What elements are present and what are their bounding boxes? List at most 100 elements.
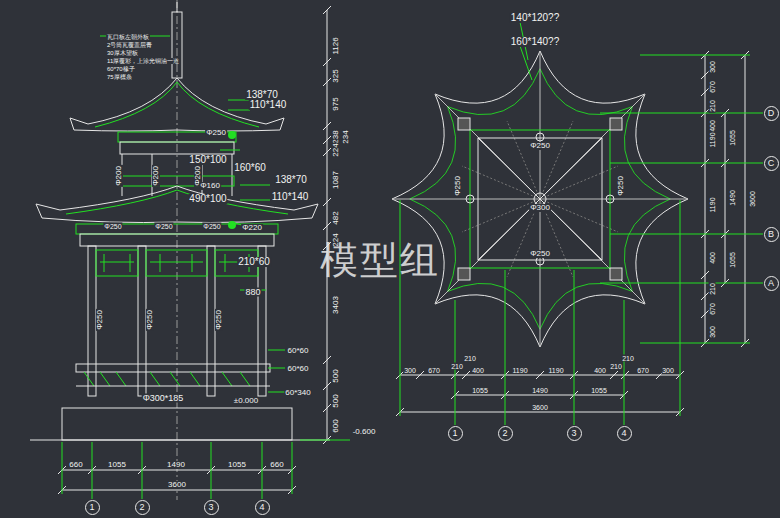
dimension-label: Φ250 xyxy=(202,223,221,230)
axis-bubble: 2 xyxy=(498,426,513,441)
axis-number: 2 xyxy=(502,429,507,438)
axis-bubble: 1 xyxy=(448,426,463,441)
dimension-label: 3600 xyxy=(531,404,549,411)
axis-number: C xyxy=(768,159,775,168)
material-note: 75厚檩条 xyxy=(106,74,133,80)
dimension-label: 600 xyxy=(332,418,340,433)
dimension-label: 3600 xyxy=(167,481,187,489)
dimension-label: Φ220 xyxy=(241,224,263,232)
dimension-label: 1190 xyxy=(547,367,564,374)
dimension-label: 138*70 xyxy=(245,90,279,100)
dimension-label: 670 xyxy=(636,367,650,374)
dimension-label: 1055 xyxy=(471,387,489,394)
dimension-label: 1055 xyxy=(729,129,736,147)
dimension-label: Φ250 xyxy=(103,223,122,230)
dimension-label: Φ250 xyxy=(215,309,223,331)
dimension-label: Φ250 xyxy=(454,175,462,197)
dimension-label: 210 xyxy=(621,355,635,362)
dimension-label: 140*120?? xyxy=(510,13,560,23)
elevation xyxy=(30,0,350,500)
dimension-label: 300 xyxy=(709,60,716,74)
material-note: 30厚木望板 xyxy=(106,50,139,56)
dimension-label: 400 xyxy=(471,367,485,374)
dimension-label: 160*140?? xyxy=(510,37,560,47)
axis-number: B xyxy=(768,230,774,239)
axis-bubble: 3 xyxy=(567,426,582,441)
dimension-label: 880 xyxy=(244,288,261,297)
dimension-label: 300 xyxy=(709,325,716,339)
dimension-label: 660 xyxy=(68,461,83,469)
dimension-label: Φ200 xyxy=(152,165,160,187)
axis-bubble: B xyxy=(764,227,779,242)
dimension-label: 670 xyxy=(709,302,716,316)
dimension-label: 1055 xyxy=(107,461,127,469)
material-note: 2号筒瓦覆盖层青 xyxy=(106,42,153,48)
dimension-label: Φ300*185 xyxy=(142,394,185,403)
dimension-label: 110*140 xyxy=(249,100,288,110)
dimension-label: 1490 xyxy=(166,461,186,469)
dimension-label: Φ300 xyxy=(529,204,551,212)
dimension-label: Φ250 xyxy=(96,309,104,331)
axis-bubble: 4 xyxy=(617,426,632,441)
axis-number: 2 xyxy=(139,503,144,512)
dimension-label: 500 xyxy=(332,368,340,383)
material-note: 60*70椽子 xyxy=(106,66,136,72)
axis-bubble: 4 xyxy=(255,500,270,515)
dimension-label: 60*60 xyxy=(287,347,310,355)
dimension-label: 224 xyxy=(332,142,340,157)
dimension-label: 160*60 xyxy=(233,163,267,173)
dimension-label: Φ250 xyxy=(529,250,551,258)
dimension-label: Φ250 xyxy=(154,223,173,230)
axis-number: D xyxy=(768,109,775,118)
axis-number: 3 xyxy=(208,503,213,512)
dimension-label: Φ250 xyxy=(529,142,551,150)
dimension-label: 670 xyxy=(709,80,716,94)
dimension-label: 325 xyxy=(332,68,340,83)
dimension-label: Φ250 xyxy=(205,129,227,137)
dimension-label: 1055 xyxy=(227,461,247,469)
dimension-label: 400 xyxy=(593,367,607,374)
plan xyxy=(392,22,763,425)
dimension-label: 60*340 xyxy=(284,389,311,397)
dimension-label: 150*100 xyxy=(188,155,227,165)
axis-bubble: A xyxy=(764,276,779,291)
dimension-label: 1087 xyxy=(332,170,340,190)
dimension-label: 60*60 xyxy=(287,365,310,373)
dimension-label: 490*100 xyxy=(188,194,227,204)
dimension-label: 110*140 xyxy=(271,192,310,202)
dimension-label: Φ200 xyxy=(115,165,123,187)
dimension-label: 3600 xyxy=(749,190,756,208)
dimension-label: 500 xyxy=(332,393,340,408)
dimension-label: Φ250 xyxy=(617,175,625,197)
dimension-label: 1490 xyxy=(729,189,736,207)
dimension-label: Φ160 xyxy=(199,182,221,190)
axis-number: 4 xyxy=(621,429,626,438)
dimension-label: 1190 xyxy=(709,131,716,148)
axis-number: 1 xyxy=(89,503,94,512)
dimension-label: 1490 xyxy=(531,387,549,394)
watermark: 模型组 xyxy=(319,241,441,279)
dimension-label: 210 xyxy=(709,282,716,296)
dimension-label: 1126 xyxy=(332,36,340,55)
dimension-label: 210 xyxy=(609,363,623,370)
dimension-label: 975 xyxy=(332,96,340,111)
dimension-label: -0.600 xyxy=(352,428,377,436)
dimension-label: 1190 xyxy=(709,196,716,213)
axis-number: A xyxy=(768,279,774,288)
dimension-label: 1055 xyxy=(729,251,736,269)
dimension-label: 210 xyxy=(709,99,716,113)
dimension-label: 210 xyxy=(463,355,477,362)
dimension-label: 3403 xyxy=(332,295,340,315)
dimension-label: 1055 xyxy=(590,387,608,394)
axis-bubble: C xyxy=(764,156,779,171)
dimension-label: 300 xyxy=(661,367,675,374)
dimension-label: 234 xyxy=(342,129,350,144)
dimension-label: 660 xyxy=(269,461,284,469)
material-note: 瓦口板左朝外板 xyxy=(106,34,150,40)
dimension-label: 138*70 xyxy=(274,175,308,185)
axis-bubble: D xyxy=(764,106,779,121)
dimension-label: Φ250 xyxy=(146,309,154,331)
axis-number: 3 xyxy=(571,429,576,438)
axis-bubble: 3 xyxy=(204,500,219,515)
axis-bubble: 2 xyxy=(135,500,150,515)
